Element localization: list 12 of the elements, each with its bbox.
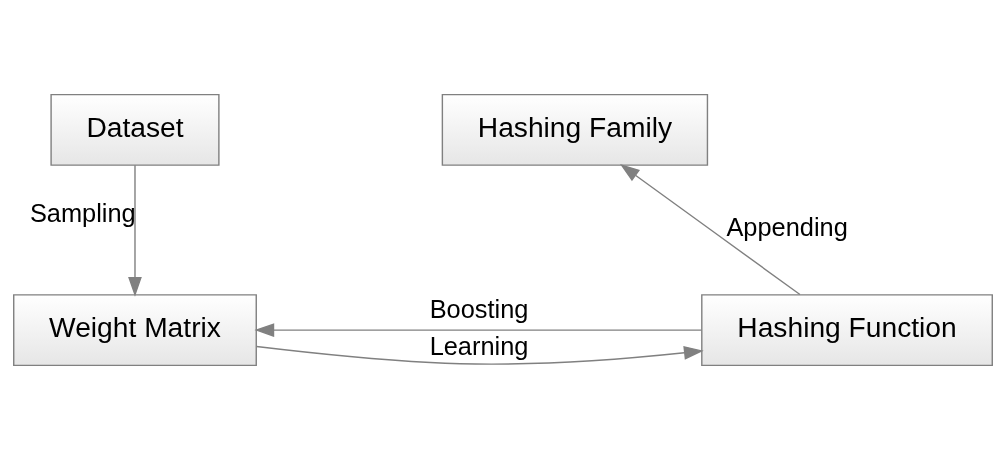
node-box: Hashing Function bbox=[701, 293, 993, 366]
node-box: Dataset bbox=[50, 93, 220, 166]
edge-label: Boosting bbox=[429, 294, 529, 323]
edge-label: Appending bbox=[726, 212, 848, 241]
node-box: Hashing Family bbox=[441, 93, 709, 166]
node-box: Weight Matrix bbox=[13, 293, 257, 366]
edge-label: Learning bbox=[429, 331, 529, 360]
edge-label: Sampling bbox=[29, 198, 136, 227]
arrow bbox=[255, 345, 704, 365]
arrow bbox=[254, 322, 703, 337]
arrow bbox=[619, 163, 801, 295]
arrow bbox=[128, 164, 142, 297]
